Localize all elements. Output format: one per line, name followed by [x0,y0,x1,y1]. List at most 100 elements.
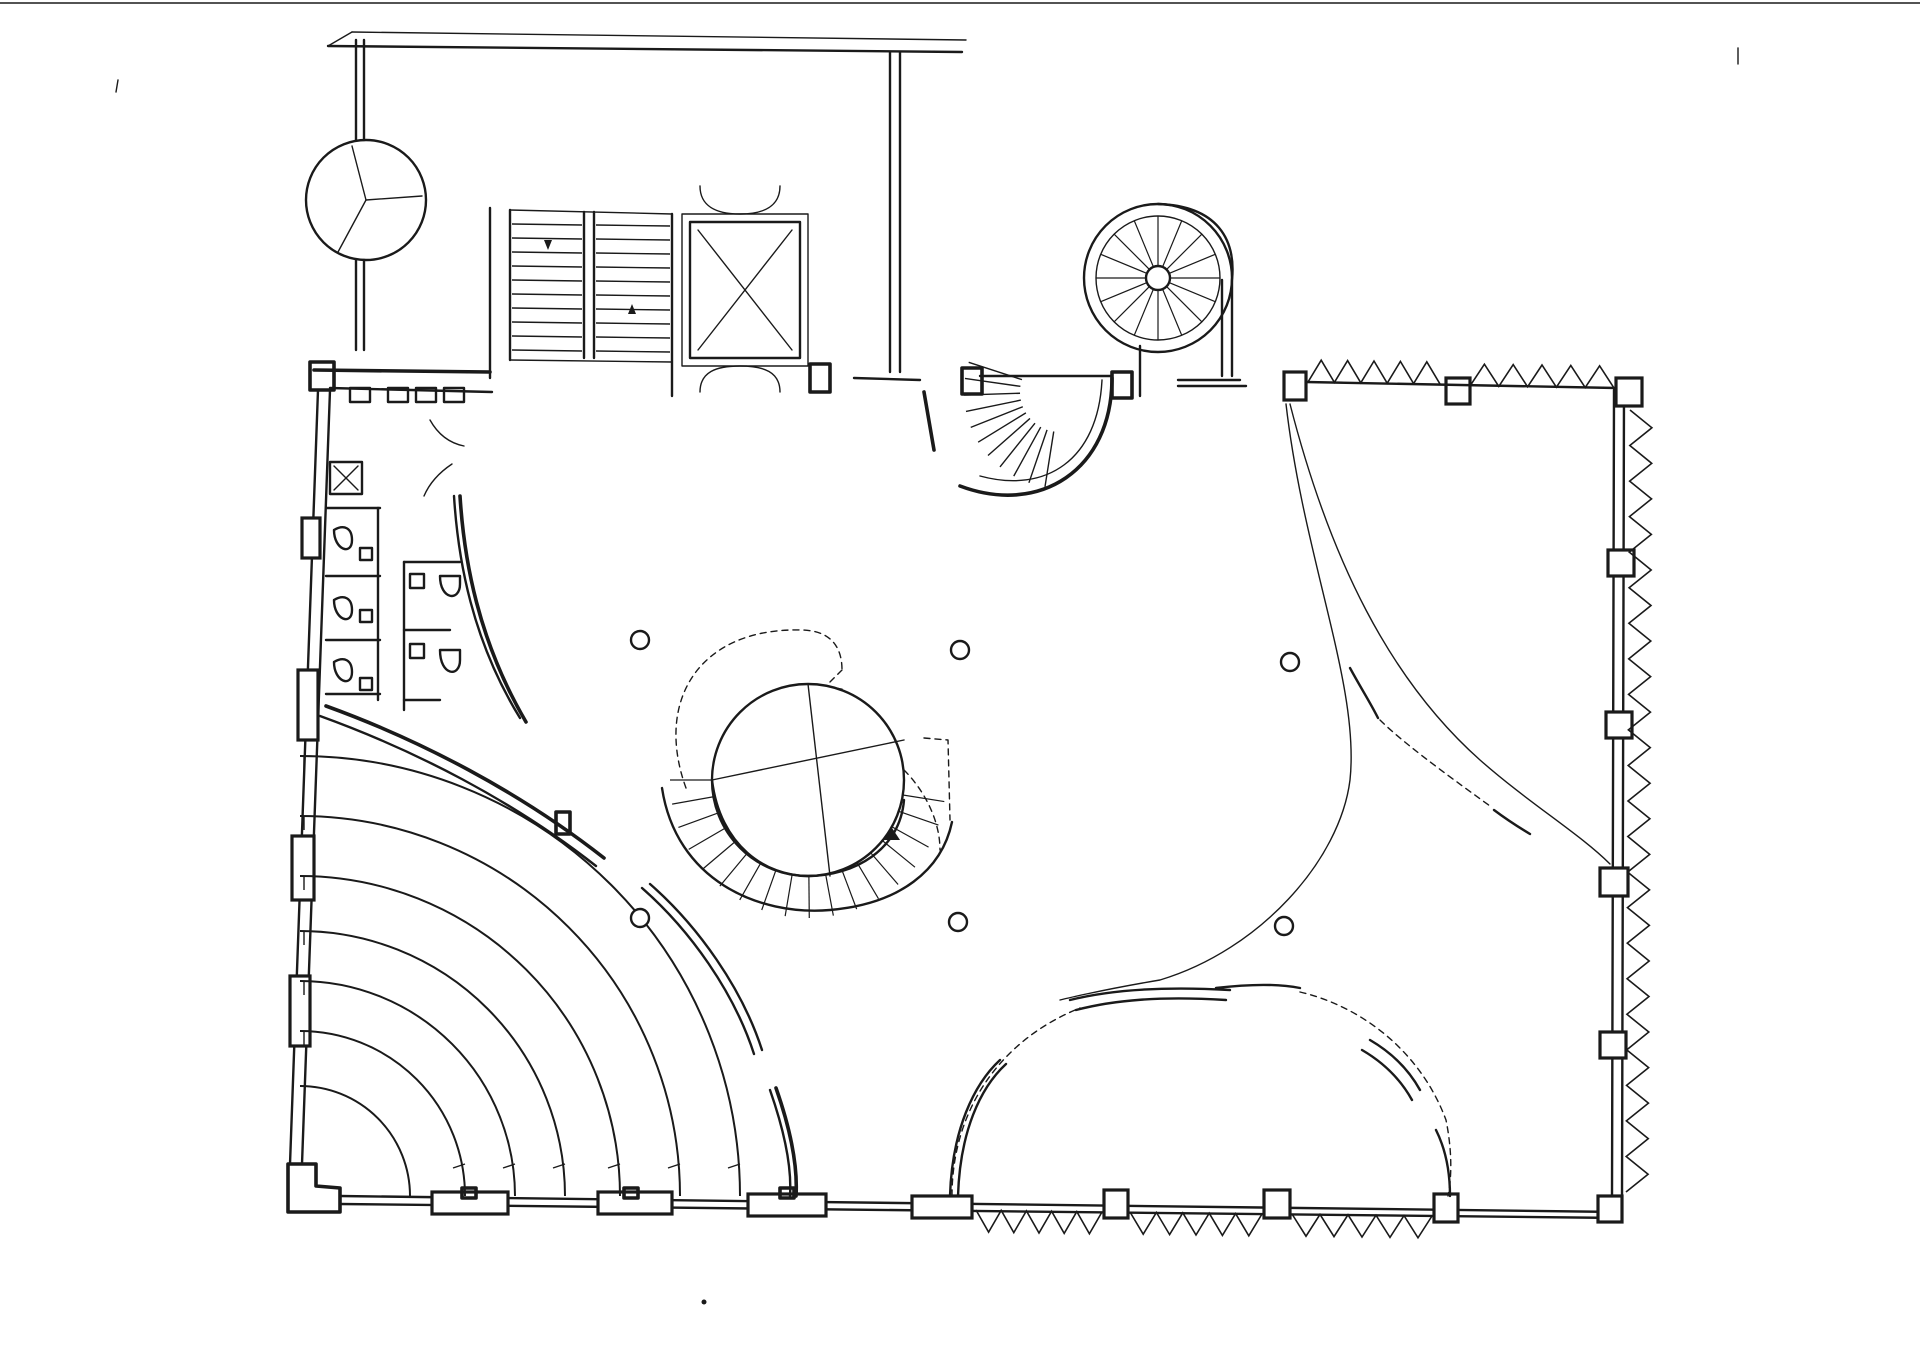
curved-tread [999,422,1036,468]
revolving-door [304,138,428,262]
stair-tread [511,237,583,240]
round-column [1273,915,1295,937]
stair-tread [511,223,583,226]
facade-fold [975,1208,1103,1236]
ink-dot [701,1299,707,1305]
curved-stair-top [852,361,1248,497]
central-tread [672,796,714,805]
auditorium-seating [299,755,741,1197]
restrooms [312,368,528,724]
seating-step [552,1163,566,1169]
central-tread [678,812,719,829]
stair-treads [511,223,671,353]
central-tread [841,869,858,910]
spiral-tread [1100,253,1148,274]
central-tread [891,826,929,848]
arrow-down-icon [544,240,552,250]
round-column [629,907,651,929]
central-tread [856,862,879,899]
stair-tread [595,322,671,325]
spiral-tread [1133,288,1154,336]
central-tread [719,853,748,887]
curved-tread [964,377,1021,388]
seating-row [299,875,621,1197]
facade-fold [1291,1212,1433,1240]
seating-row [299,755,741,1197]
seating-row [299,930,566,1197]
seating-step [452,1163,466,1169]
interior-partitions [640,403,1611,1198]
spiral-tread [1133,220,1154,268]
central-tread [882,840,916,868]
round-column [629,629,651,651]
folding-glass-facade [975,358,1654,1240]
spiral-tread [1168,282,1216,303]
spiral-tread [1168,253,1216,274]
spiral-tread [1166,233,1203,270]
seating-step [727,1163,741,1169]
central-tread [902,794,945,803]
spiral-tread [1162,288,1183,336]
seating-step [502,1163,516,1169]
exterior-wall-right [1282,370,1644,1198]
curved-tread [970,406,1024,428]
seating-row [299,1085,411,1197]
stair-tread [595,224,671,227]
curved-tread [977,412,1027,443]
stair-tread [595,294,671,297]
central-tread [688,827,726,850]
facade-fold [1129,1210,1263,1238]
central-tread [898,810,939,826]
semicircular-room [948,991,1452,1198]
spiral-tread [1113,286,1150,323]
spiral-tread [1100,282,1148,303]
seating-step [667,1163,681,1169]
curved-tread [1013,426,1042,477]
stair-tread [511,349,583,352]
stair-tread [511,307,583,310]
spiral-tread [1162,220,1183,268]
straight-stair [488,206,674,398]
stair-tread [511,279,583,282]
spiral-tread [1113,233,1150,270]
stair-tread [595,336,671,339]
stair-tread [511,335,583,338]
stair-tread [511,251,583,254]
elevator [681,185,832,394]
curved-tread [1028,429,1048,484]
stair-tread [595,252,671,255]
curved-tread [1044,431,1055,487]
entrance-canopy [326,31,967,374]
round-column [947,911,969,933]
exterior-wall-bottom [338,1186,1624,1224]
seating-row [299,1030,466,1197]
central-tread [739,863,762,901]
seating-row [299,815,681,1197]
exterior-wall-left [286,360,606,1214]
seating-row [299,980,516,1197]
spiral-tread [1166,286,1203,323]
stair-tread [511,265,583,268]
stair-tread [595,350,671,353]
facade-fold [1307,358,1441,386]
facade-fold [1624,409,1654,1193]
round-column [1279,651,1301,673]
stair-tread [511,321,583,324]
central-spiral-stair [660,629,954,918]
spiral-stair [1082,202,1242,398]
round-columns [629,629,1301,937]
facade-fold [1469,362,1615,390]
stair-tread [595,280,671,283]
round-column [949,639,971,661]
stair-tread [595,266,671,269]
stair-tread [595,238,671,241]
central-tread [870,852,899,885]
sheet-tick [115,79,119,93]
stair-tread [511,293,583,296]
curved-tread [987,417,1031,457]
curved-tread [965,399,1021,413]
seating-step [607,1163,621,1169]
arrow-up-icon [628,304,636,314]
